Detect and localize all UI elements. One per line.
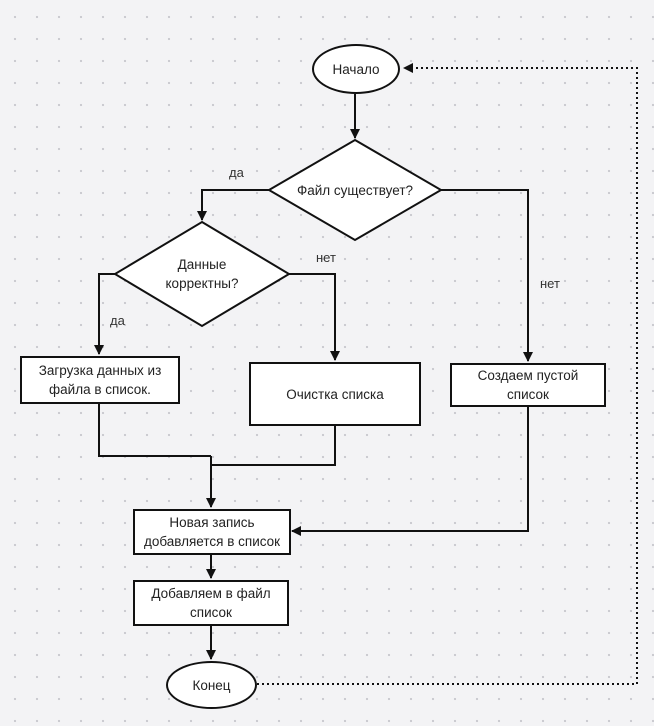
start-node-label: Начало [332,61,380,77]
connector-file-exists-no [441,189,533,362]
connector-clear-to-merge [211,426,336,466]
new-record-node: Новая запись добавляется в список [133,509,291,555]
save-to-file-label: Добавляем в файл список [151,586,271,620]
edge-label-file-no: нет [540,276,560,291]
end-node: Конец [166,661,257,709]
edge-label-data-yes: да [110,313,125,328]
new-record-label: Новая запись добавляется в список [143,515,281,549]
decision-data-correct-label: Данные корректны? [165,257,239,291]
end-node-label: Конец [192,677,231,693]
create-empty-list-label: Создаем пустой список [477,368,579,402]
start-node: Начало [312,44,400,94]
clear-list-node: Очистка списка [249,362,421,426]
edge-label-data-no: нет [316,250,336,265]
connector-end-loop-dotted [257,63,638,685]
decision-data-correct: Данные корректны? [140,252,264,296]
decision-file-exists-shape [267,138,443,242]
connector-data-correct-yes [94,273,115,355]
load-data-label: Загрузка данных из файла в список. [38,363,162,397]
decision-data-correct-shape [113,220,291,328]
create-empty-list-node: Создаем пустой список [450,363,606,407]
save-to-file-node: Добавляем в файл список [133,580,289,626]
load-data-node: Загрузка данных из файла в список. [20,356,180,404]
connector-load-to-merge [98,404,211,457]
connector-data-correct-no [289,273,340,361]
connector-file-exists-yes [197,189,269,221]
decision-file-exists-label: Файл существует? [296,182,414,198]
edge-label-file-yes: да [229,165,244,180]
decision-file-exists: Файл существует? [290,168,420,212]
connector-create-empty-to-new-record [291,407,529,536]
clear-list-label: Очистка списка [286,386,384,402]
